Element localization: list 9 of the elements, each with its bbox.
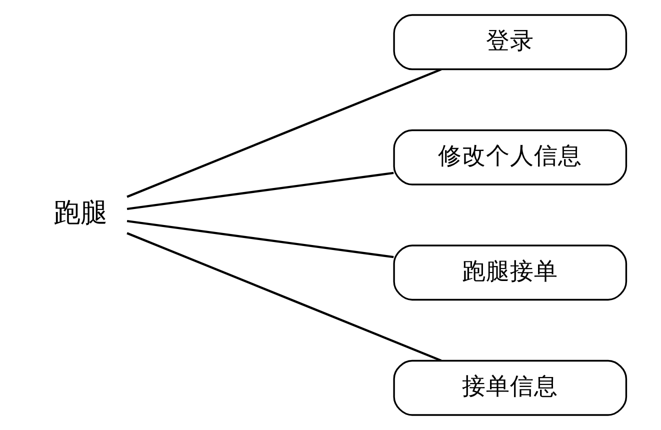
- node-box: 修改个人信息: [393, 129, 628, 186]
- node-box: 接单信息: [393, 360, 628, 416]
- node-box: 跑腿接单: [393, 244, 628, 301]
- node-box: 登录: [393, 14, 628, 70]
- connector: [126, 172, 394, 210]
- connector: [126, 68, 442, 198]
- connector: [126, 232, 442, 362]
- connector: [126, 220, 394, 258]
- node-text: 跑腿: [54, 197, 108, 228]
